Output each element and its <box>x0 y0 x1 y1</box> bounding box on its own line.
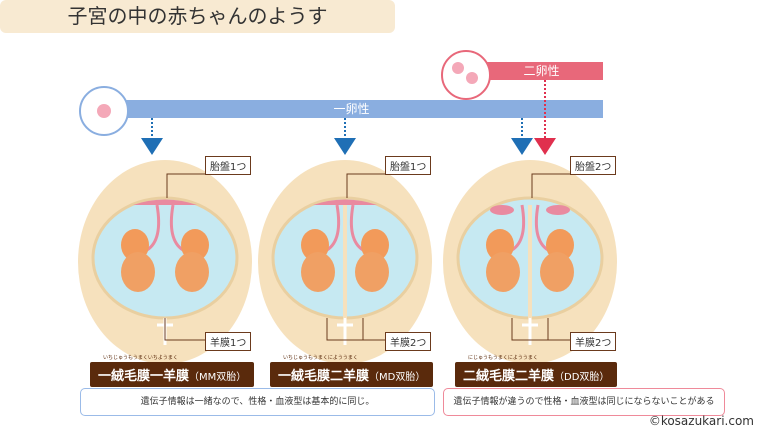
umbilical-cord <box>326 204 341 252</box>
reading-ruby: いちじゅうもうまくによううまく <box>283 355 358 361</box>
fetus-body <box>301 252 335 292</box>
amniotic-sac <box>91 196 239 320</box>
twin-type-abbr: （MD双胎） <box>369 372 426 383</box>
arrow-down-icon <box>534 138 556 155</box>
twin-type-name: 二絨毛膜二羊膜 <box>463 369 555 384</box>
amnion-label: 羊膜2つ <box>385 332 432 351</box>
placenta <box>490 205 514 215</box>
twin-type-abbr: （DD双胎） <box>554 372 610 383</box>
arrow-down-icon <box>141 138 163 155</box>
twin-type-label: 一絨毛膜一羊膜（MM双胎） <box>90 362 255 387</box>
umbilical-cord <box>146 204 161 252</box>
umbilical-cord <box>349 204 364 252</box>
amnion-label: 羊膜1つ <box>205 332 252 351</box>
placenta-label: 胎盤2つ <box>570 156 617 175</box>
arrow-down-icon <box>511 138 533 155</box>
fetus-body <box>355 252 389 292</box>
placenta <box>313 199 377 205</box>
umbilical-cord <box>169 204 184 252</box>
twin-type-label: 一絨毛膜二羊膜（MD双胎） <box>270 362 434 387</box>
monozygotic-bar: 一卵性 <box>100 100 603 118</box>
placenta-label: 胎盤1つ <box>205 156 252 175</box>
reading-ruby: いちじゅうもうまくいちようまく <box>103 355 178 361</box>
placenta <box>546 205 570 215</box>
fetus-body <box>121 252 155 292</box>
amnion-label: 羊膜2つ <box>570 332 617 351</box>
monozygotic-egg-icon <box>79 86 129 136</box>
page-title: 子宮の中の赤ちゃんのようす <box>0 0 395 33</box>
fetus-body <box>486 252 520 292</box>
umbilical-cord <box>511 204 526 252</box>
placenta-label: 胎盤1つ <box>385 156 432 175</box>
note-same: 遺伝子情報は一緒なので、性格・血液型は基本的に同じ。 <box>80 388 435 416</box>
arrows <box>141 80 556 155</box>
note-different: 遺伝子情報が違うので性格・血液型は同じにならないことがある <box>443 388 725 416</box>
umbilical-cord <box>534 204 549 252</box>
twin-type-name: 一絨毛膜一羊膜 <box>98 369 190 384</box>
placenta <box>133 199 197 205</box>
copyright: ©kosazukari.com <box>648 414 754 428</box>
twin-type-label: 二絨毛膜二羊膜（DD双胎） <box>455 362 618 387</box>
reading-ruby: にじゅうもうまくによううまく <box>468 355 538 361</box>
twin-type-name: 一絨毛膜二羊膜 <box>278 369 370 384</box>
arrow-down-icon <box>334 138 356 155</box>
fetus-body <box>540 252 574 292</box>
twin-type-abbr: （MM双胎） <box>189 372 247 383</box>
dizygotic-bar: 二卵性 <box>480 62 603 80</box>
fetus-body <box>175 252 209 292</box>
dizygotic-egg-icon <box>441 50 491 100</box>
